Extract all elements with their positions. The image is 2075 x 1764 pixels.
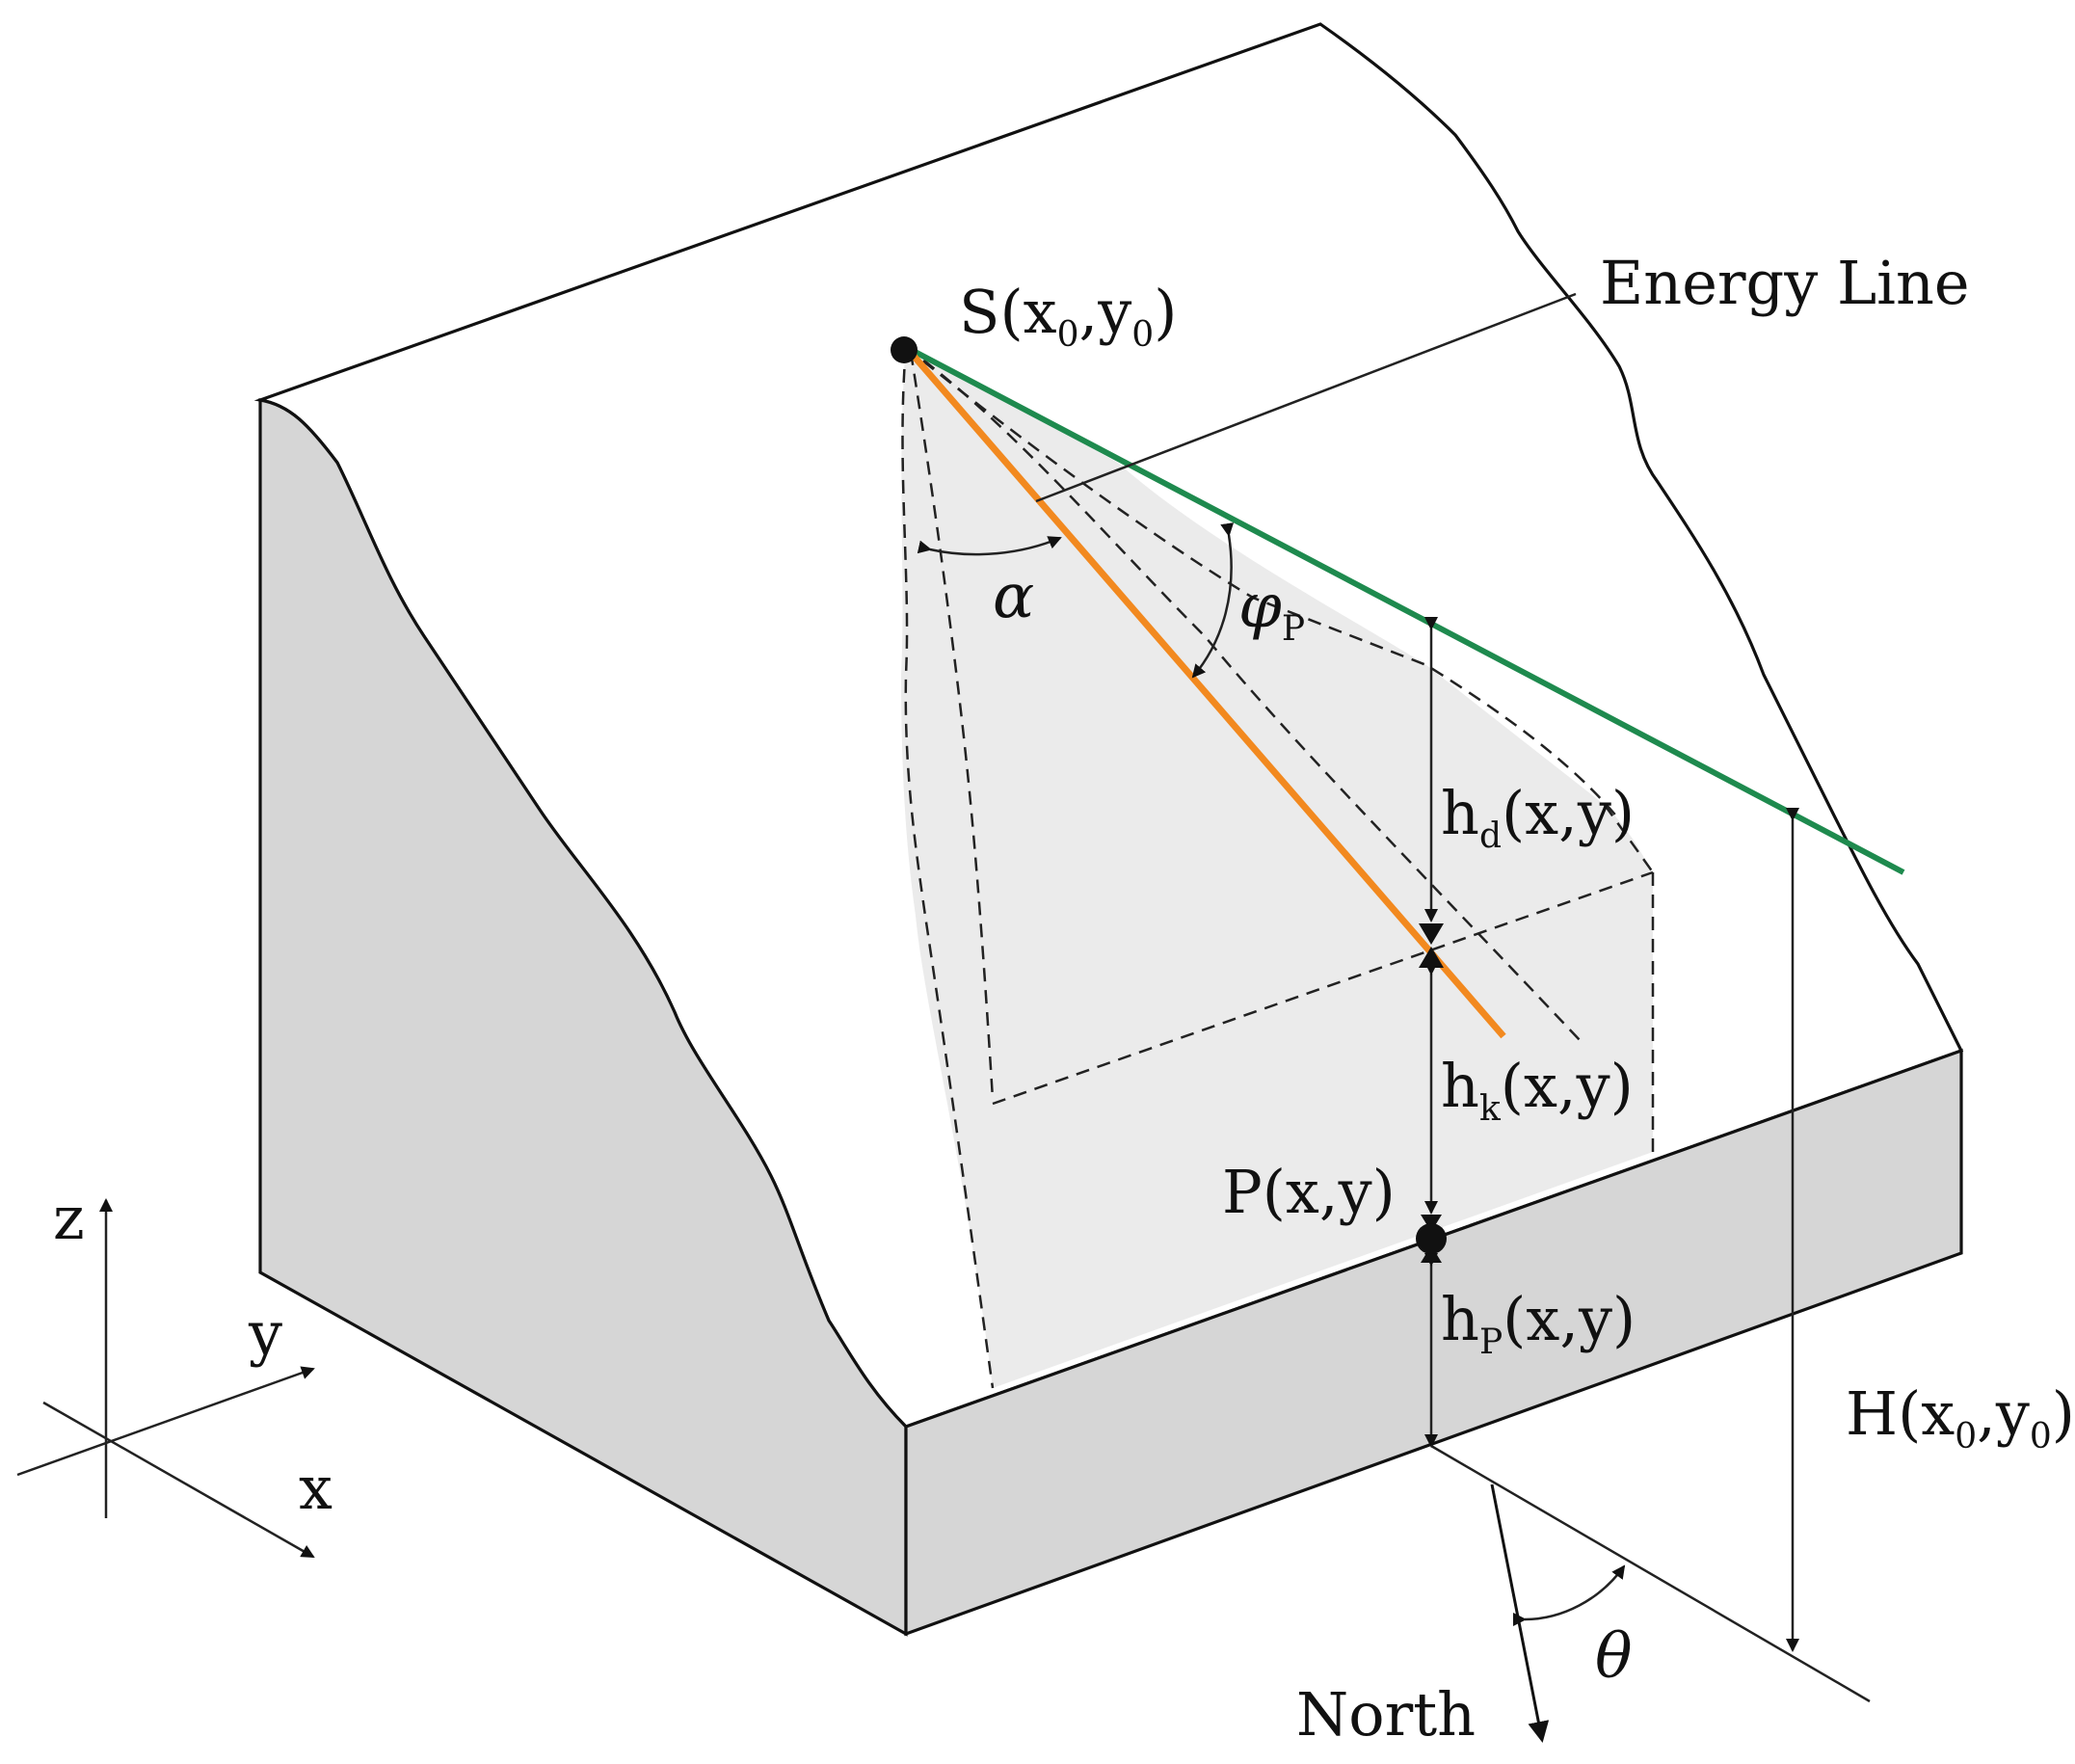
cone-top-dashed (1603, 804, 1655, 873)
cone-mid-dashed (992, 870, 1654, 1106)
north-arrow (1490, 1483, 1550, 1743)
alpha-label: α (993, 561, 1034, 632)
x-axis-label: x (299, 1453, 333, 1523)
z-axis-label: z (53, 1183, 85, 1253)
cone-right-dashed (905, 346, 1620, 820)
point-p-marker (1416, 1223, 1447, 1254)
energy-line-leader (1035, 292, 1577, 503)
H-label: H(x0,y0) (1846, 1378, 2075, 1457)
theta-label: θ (1595, 1621, 1633, 1693)
source-label: S(x0,y0) (959, 277, 1177, 355)
cone-left-dashed-inner (909, 351, 995, 1100)
cone-region (901, 345, 1653, 1388)
hk-label: hk(x,y) (1441, 1051, 1634, 1129)
north-label: North (1296, 1679, 1476, 1750)
hp-label: hP(x,y) (1441, 1284, 1636, 1362)
runout-line (903, 344, 1506, 1039)
base-reference-line (1430, 1444, 1871, 1703)
y-axis (16, 1366, 315, 1477)
y-axis-label: y (248, 1298, 282, 1369)
phi-label: φP (1238, 571, 1305, 649)
x-axis (42, 1401, 315, 1559)
cone-left-dashed (901, 346, 995, 1389)
hd-hk-marker (1419, 923, 1444, 968)
energy-line-label: Energy Line (1600, 248, 1970, 318)
source-point (891, 336, 918, 363)
phi-arc (1191, 522, 1235, 679)
block-left-face (258, 398, 908, 1637)
theta-arc (1512, 1564, 1626, 1627)
hd-label: hd(x,y) (1441, 778, 1635, 856)
energy-line (904, 344, 1905, 875)
point-p-label: P(x,y) (1222, 1157, 1396, 1227)
alpha-arc (917, 536, 1062, 556)
